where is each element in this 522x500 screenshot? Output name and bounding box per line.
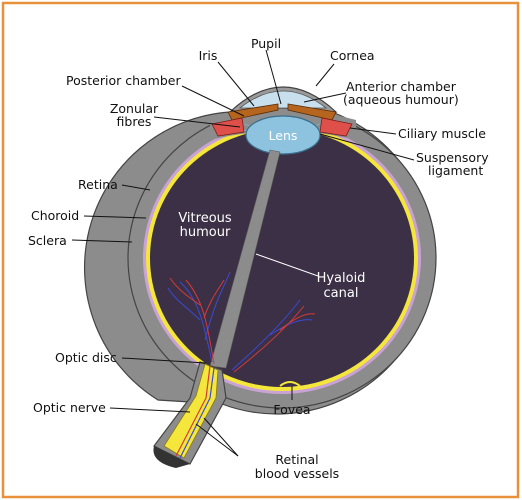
optic-nerve-core xyxy=(163,363,219,459)
lens-shape xyxy=(245,115,321,155)
label-choroid: Choroid xyxy=(31,208,79,223)
label-sclera: Sclera xyxy=(28,233,67,248)
anterior-chamber-shape xyxy=(238,90,328,109)
label-lens: Lens xyxy=(269,128,298,143)
label-iris: Iris xyxy=(199,48,218,63)
label-ciliary-muscle: Ciliary muscle xyxy=(398,126,486,141)
label-zonular: Zonular xyxy=(110,101,159,116)
label-fibres: fibres xyxy=(117,114,152,129)
label-blood-vessels: blood vessels xyxy=(255,466,339,481)
label-anterior-chamber: Anterior chamber xyxy=(346,79,457,94)
label-posterior-chamber: Posterior chamber xyxy=(66,73,181,88)
label-optic-disc: Optic disc xyxy=(55,350,117,365)
label-fovea: Fovea xyxy=(273,402,310,417)
label-retina: Retina xyxy=(78,177,118,192)
label-hyaloid: Hyaloid xyxy=(317,271,366,286)
label-ligament: ligament xyxy=(428,163,483,178)
label-cornea: Cornea xyxy=(330,48,375,63)
optic-nerve-end xyxy=(153,446,190,468)
label-vitreous: Vitreous xyxy=(178,211,232,226)
label-suspensory: Suspensory xyxy=(416,150,489,165)
label-canal: canal xyxy=(324,286,359,301)
iris-shape xyxy=(227,103,279,121)
vitreous-body xyxy=(150,129,414,387)
hyaloid-canal xyxy=(209,149,281,369)
ciliary-muscle-left xyxy=(211,117,245,137)
label-retinal: Retinal xyxy=(275,452,318,467)
optic-nerve-vessels xyxy=(175,365,215,459)
fovea-pit xyxy=(279,381,301,387)
leader-lines xyxy=(71,49,415,457)
label-aqueous-humour: (aqueous humour) xyxy=(343,92,459,107)
label-pupil: Pupil xyxy=(251,36,281,51)
label-optic-nerve: Optic nerve xyxy=(33,400,106,415)
iris-shape-right xyxy=(287,103,337,121)
retinal-vessels xyxy=(167,271,316,373)
label-humour: humour xyxy=(180,225,231,240)
